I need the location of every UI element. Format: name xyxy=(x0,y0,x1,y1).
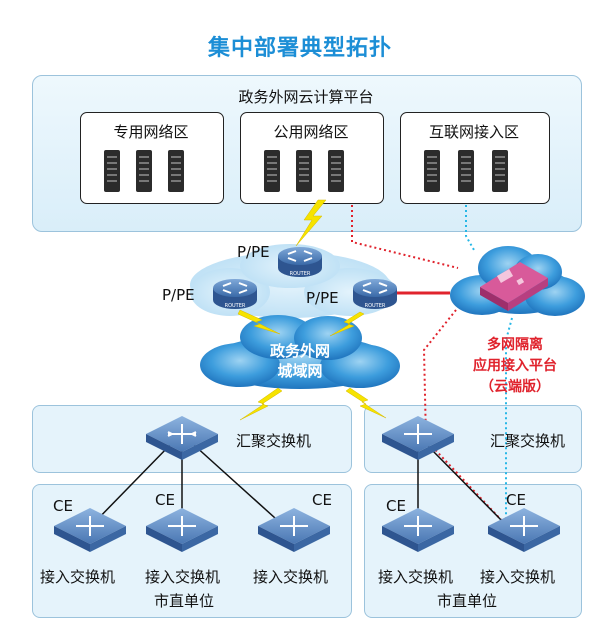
metro-cloud-label-line1: 政务外网 xyxy=(269,342,330,360)
router-right-icon: ROUTER xyxy=(353,279,397,309)
access-switch-label: 接入交换机 xyxy=(145,568,221,586)
unit-label-right: 市直单位 xyxy=(437,592,498,610)
metro-cloud-label-line2: 城域网 xyxy=(277,362,323,380)
access-switch-icon xyxy=(146,508,218,552)
access-switch-icon xyxy=(382,508,454,552)
router-top-icon: ROUTER xyxy=(278,247,322,277)
ce-label: CE xyxy=(506,491,526,509)
access-switch-icon xyxy=(258,508,330,552)
isolation-platform-label-line2: 应用接入平台 xyxy=(473,358,557,374)
zone-public-network-label: 公用网络区 xyxy=(273,123,349,141)
server-icon xyxy=(168,150,184,192)
server-icon xyxy=(104,150,120,192)
red-dotted-link xyxy=(351,205,507,526)
router-label-left: P/PE xyxy=(162,286,195,304)
server-icon xyxy=(296,150,312,192)
access-switch-icon xyxy=(54,508,126,552)
isolation-platform-label-line1: 多网隔离 xyxy=(487,337,543,353)
server-icon xyxy=(492,150,508,192)
aggregation-switch-right-icon xyxy=(382,416,454,460)
ce-label: CE xyxy=(386,497,406,515)
unit-zone-right xyxy=(364,484,582,618)
router-label-top: P/PE xyxy=(237,243,270,261)
ce-label: CE xyxy=(155,491,175,509)
svg-text:ROUTER: ROUTER xyxy=(290,271,311,277)
unit-label-left: 市直单位 xyxy=(154,592,215,610)
metro-network-cloud xyxy=(200,315,400,389)
access-switch-label: 接入交换机 xyxy=(253,568,329,586)
access-switch-icon xyxy=(488,508,560,552)
unit-zone-left xyxy=(32,484,352,618)
lightning-links xyxy=(237,199,387,421)
diagram-title: 集中部署典型拓扑 xyxy=(207,36,392,61)
ce-label: CE xyxy=(53,497,73,515)
isolation-platform-label-line3: （云端版） xyxy=(480,379,550,395)
server-icon xyxy=(458,150,474,192)
svg-text:ROUTER: ROUTER xyxy=(225,303,246,309)
access-switch-label: 接入交换机 xyxy=(378,568,454,586)
router-left-icon: ROUTER xyxy=(213,279,257,309)
cloud-platform-label: 政务外网云计算平台 xyxy=(238,88,374,106)
access-links xyxy=(89,444,509,528)
server-icon xyxy=(328,150,344,192)
svg-text:ROUTER: ROUTER xyxy=(365,303,386,309)
zone-internet-access-label: 互联网接入区 xyxy=(428,123,519,141)
aggregation-switch-left-icon xyxy=(146,416,218,460)
server-icon xyxy=(264,150,280,192)
zone-dedicated-network-label: 专用网络区 xyxy=(113,123,189,141)
server-icon xyxy=(424,150,440,192)
cyan-dotted-link xyxy=(465,205,513,525)
access-switch-label: 接入交换机 xyxy=(480,568,556,586)
access-switch-label: 接入交换机 xyxy=(40,568,116,586)
aggregation-switch-left-label: 汇聚交换机 xyxy=(236,432,312,450)
isolation-device-icon xyxy=(480,262,548,311)
router-label-right: P/PE xyxy=(306,289,339,307)
aggregation-switch-right-label: 汇聚交换机 xyxy=(490,432,566,450)
ce-label: CE xyxy=(312,491,332,509)
server-icon xyxy=(136,150,152,192)
